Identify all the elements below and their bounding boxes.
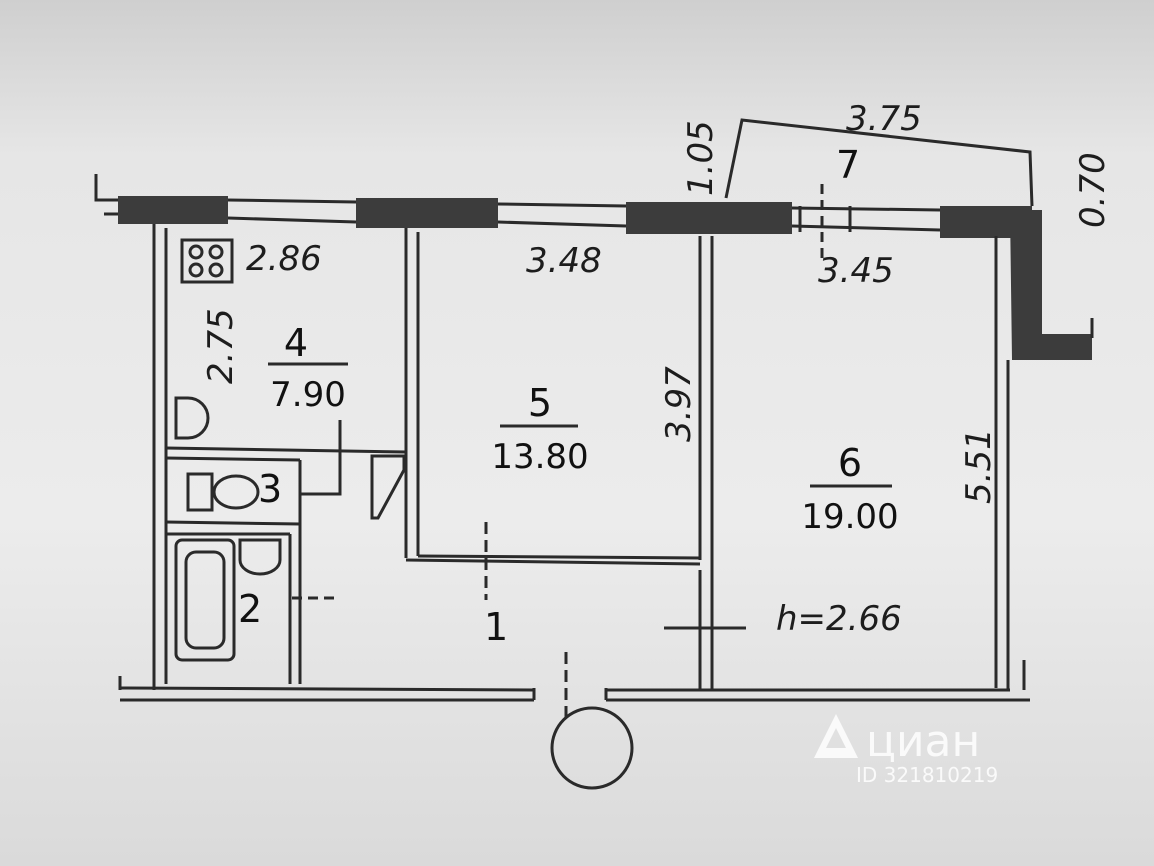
cian-logo-icon bbox=[814, 714, 858, 758]
kitchen-sink-icon bbox=[174, 396, 210, 440]
bathroom-sink-icon bbox=[238, 538, 282, 576]
room-4-width: 2.86 bbox=[246, 239, 322, 279]
room-6-depth: 5.51 bbox=[959, 428, 999, 504]
top-wall bbox=[94, 174, 1032, 238]
interior-walls bbox=[165, 228, 746, 720]
room-4-depth: 2.75 bbox=[201, 308, 241, 384]
cian-watermark: циан ID 321810219 bbox=[814, 714, 998, 787]
room-6-area: 19.00 bbox=[801, 497, 898, 537]
room-3-number: 3 bbox=[258, 467, 282, 511]
entrance-marker-icon bbox=[550, 706, 634, 790]
ceiling-height: h=2.66 bbox=[776, 599, 902, 639]
watermark-brand: циан bbox=[866, 716, 980, 767]
room-4-area: 7.90 bbox=[270, 375, 346, 415]
room-1-number: 1 bbox=[484, 605, 508, 649]
room-5-number: 5 bbox=[528, 381, 552, 425]
balcony-depth: 0.70 bbox=[1073, 152, 1113, 228]
toilet-icon bbox=[186, 472, 260, 512]
bathtub-icon bbox=[174, 538, 236, 662]
room-5-area: 13.80 bbox=[491, 437, 588, 477]
balcony-width: 3.75 bbox=[846, 99, 922, 139]
room-2-number: 2 bbox=[238, 587, 262, 631]
balcony-number: 7 bbox=[836, 143, 860, 187]
room-6-number: 6 bbox=[838, 441, 862, 485]
bottom-wall bbox=[118, 660, 1030, 702]
balcony bbox=[724, 118, 1034, 258]
right-wall bbox=[994, 210, 1094, 690]
left-wall bbox=[152, 224, 168, 690]
balcony-side: 1.05 bbox=[681, 120, 721, 196]
room-5-depth: 3.97 bbox=[659, 366, 699, 442]
room-4-number: 4 bbox=[284, 321, 308, 365]
room-6-width: 3.45 bbox=[818, 251, 894, 291]
watermark-id: ID 321810219 bbox=[856, 763, 998, 787]
room-5-width: 3.48 bbox=[526, 241, 602, 281]
stove-icon bbox=[180, 238, 234, 284]
